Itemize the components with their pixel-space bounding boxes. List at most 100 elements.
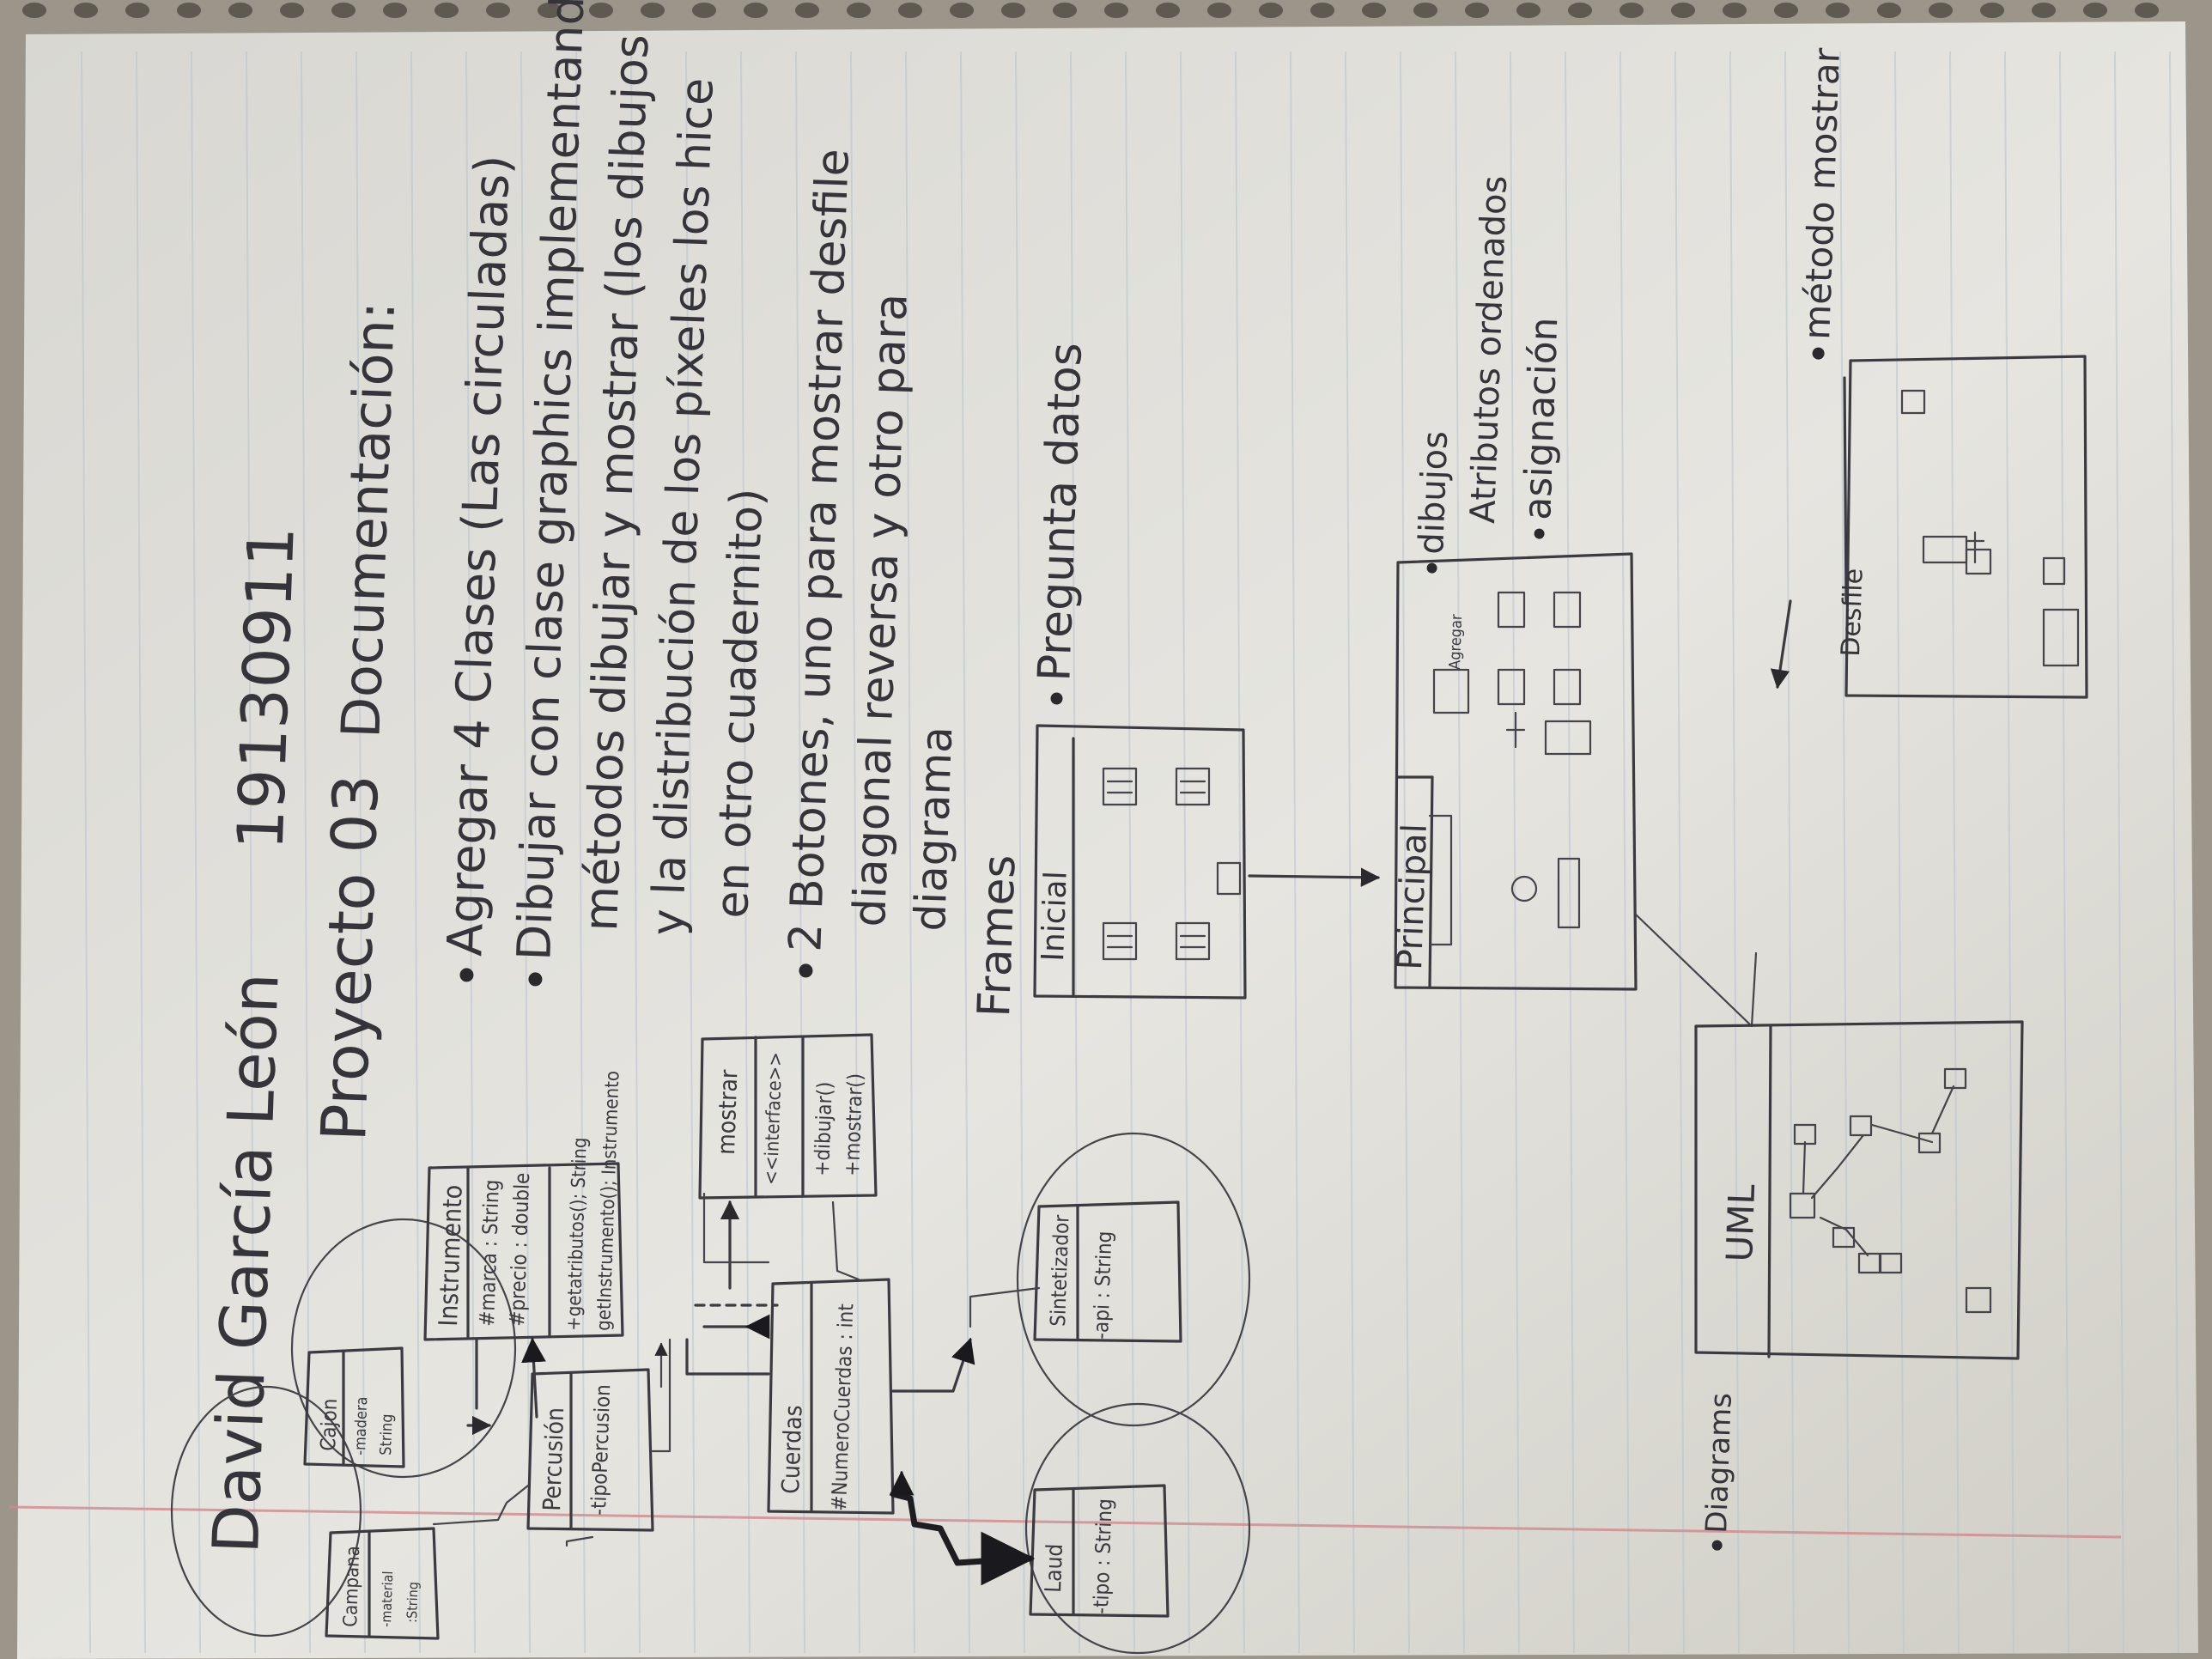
ruled-line <box>1674 51 1685 1654</box>
spiral-hole <box>1826 3 1850 18</box>
ruled-line <box>1455 51 1465 1654</box>
uml-interface-mostrar: mostrar <<interface>> +dibujar() +mostra… <box>698 1033 878 1200</box>
spiral-hole <box>1001 3 1025 18</box>
spiral-hole <box>1362 3 1386 18</box>
spiral-hole <box>898 3 922 18</box>
instrumento-name: Instrumento <box>434 1184 469 1327</box>
spiral-hole <box>1568 3 1592 18</box>
cuerdas-name: Cuerdas <box>776 1405 808 1495</box>
spiral-hole <box>74 3 98 18</box>
uml-class-sintetizador: Sintetizador -api : String <box>1033 1200 1182 1343</box>
desfile-note: método mostrar <box>1796 46 1848 340</box>
ruled-line <box>575 51 586 1654</box>
ruled-line <box>356 51 366 1654</box>
ruled-line <box>850 51 860 1654</box>
spiral-hole <box>280 3 304 18</box>
spiral-hole <box>331 3 356 18</box>
frames-label: Frames <box>969 854 1026 1018</box>
ruled-line <box>410 51 421 1654</box>
frame-uml-sketch: UML <box>1694 1020 2024 1360</box>
spiral-hole <box>2135 3 2159 18</box>
student-id: 19130911 <box>224 526 309 851</box>
ruled-line <box>1729 51 1740 1654</box>
spiral-hole <box>1053 3 1077 18</box>
ruled-line <box>1620 51 1630 1654</box>
ruled-line <box>2059 51 2069 1654</box>
ruled-line <box>520 51 531 1654</box>
ruled-line <box>630 51 641 1654</box>
frame-inicial-title: Inicial <box>1036 871 1074 963</box>
spiral-hole <box>950 3 974 18</box>
ruled-line <box>465 51 476 1654</box>
spiral-hole <box>2032 3 2056 18</box>
frame-desfile-sketch: Desfile <box>1770 355 2088 699</box>
ruled-line <box>2004 51 2014 1654</box>
ruled-line <box>2169 51 2179 1654</box>
cajon-name: Cajon <box>316 1398 342 1451</box>
bullet-dot <box>1534 528 1545 539</box>
spiral-hole <box>1877 3 1901 18</box>
spiral-hole <box>434 3 459 18</box>
uml-class-campana: Campana -material :String <box>325 1527 440 1640</box>
ruled-line <box>246 51 256 1654</box>
frame-principal-sketch: Principal Agregar <box>1390 552 1638 991</box>
frame-desfile-title: Desfile <box>1836 568 1869 657</box>
spiral-hole <box>1774 3 1798 18</box>
frame-inicial-sketch: Inicial <box>1033 724 1247 1000</box>
bullet-3-line-3: diagrama <box>905 726 962 932</box>
spiral-hole <box>1465 3 1489 18</box>
ruled-line <box>1949 51 1960 1654</box>
ruled-line <box>1400 51 1410 1654</box>
laud-name: Laud <box>1041 1543 1068 1593</box>
instrumento-attr-2: #precio : double <box>505 1172 534 1327</box>
campana-name: Campana <box>340 1546 364 1627</box>
laud-attr-1: -tipo : String <box>1089 1498 1117 1615</box>
campana-attr-1: -material <box>378 1571 396 1627</box>
project-line: Proyecto 03 Documentación: <box>307 301 407 1143</box>
spiral-hole <box>1156 3 1180 18</box>
bullet-4: Pregunta datos <box>1029 342 1092 682</box>
project-title: Proyecto 03 <box>307 773 392 1142</box>
spiral-binding <box>22 3 2159 18</box>
section-title: Documentación: <box>329 301 407 739</box>
spiral-hole <box>383 3 407 18</box>
ruled-line <box>1345 51 1355 1654</box>
spiral-hole <box>641 3 665 18</box>
spiral-hole <box>1980 3 2004 18</box>
ruled-line <box>2114 51 2124 1654</box>
ruled-line <box>685 51 696 1654</box>
principal-tab-label: Agregar <box>1446 614 1466 670</box>
sintetizador-attr-1: -api : String <box>1089 1231 1116 1340</box>
ruled-line <box>81 51 91 1654</box>
spiral-hole <box>2083 3 2107 18</box>
principal-note-3: asignación <box>1516 317 1566 521</box>
bullet-dot <box>1426 562 1437 574</box>
diagrams-label: Diagrams <box>1699 1392 1739 1534</box>
ruled-line <box>1125 51 1135 1654</box>
mostrar-name: mostrar <box>712 1068 743 1155</box>
spiral-hole <box>847 3 871 18</box>
ruled-line <box>191 51 201 1654</box>
spiral-hole <box>125 3 149 18</box>
ruled-line <box>1894 51 1905 1654</box>
spiral-hole <box>486 3 510 18</box>
bullet-dot <box>1050 692 1063 705</box>
ruled-line <box>795 51 805 1654</box>
spiral-hole <box>1207 3 1231 18</box>
notebook-rules <box>81 51 2179 1654</box>
uml-class-laud: Laud -tipo : String <box>1029 1484 1170 1618</box>
mostrar-stereotype: <<interface>> <box>761 1052 787 1185</box>
bullet-dot <box>1812 347 1825 360</box>
spiral-hole <box>1104 3 1128 18</box>
cajon-attr-1: -madera <box>351 1396 371 1455</box>
ruled-line <box>1070 51 1080 1654</box>
spiral-hole <box>1413 3 1437 18</box>
ruled-line <box>1839 51 1850 1654</box>
spiral-hole <box>177 3 201 18</box>
ruled-line <box>1510 51 1520 1654</box>
spiral-hole <box>22 3 46 18</box>
ruled-line <box>1235 51 1245 1654</box>
campana-attr-2: :String <box>404 1582 422 1623</box>
